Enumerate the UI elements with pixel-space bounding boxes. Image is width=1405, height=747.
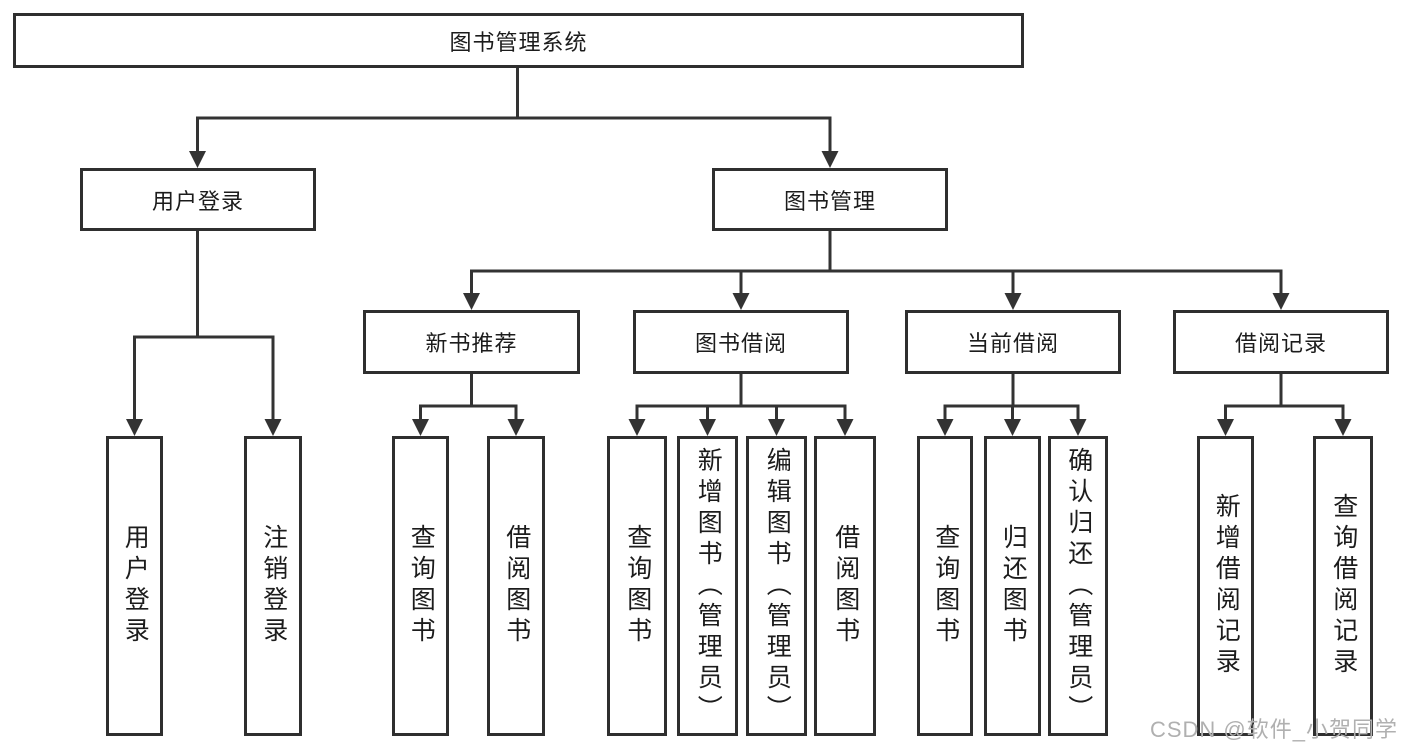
node-library-system: 图书管理系统	[13, 13, 1024, 68]
connector-user-login-branch	[126, 231, 282, 436]
connector-book-management-branch	[463, 231, 1290, 310]
watermark: CSDN @软件_小贺同学	[1149, 717, 1398, 742]
node-borrow-records: 借阅记录	[1173, 310, 1389, 374]
node-user-login: 用户登录	[80, 168, 316, 231]
leaf-confirm-return-admin: 确认归还（管理员）	[1048, 436, 1108, 736]
leaf-add-book-admin: 新增图书（管理员）	[677, 436, 738, 736]
leaf-add-borrow-record: 新增借阅记录	[1197, 436, 1254, 736]
leaf-user-login: 用户登录	[106, 436, 163, 736]
connector-book-borrow-branch	[628, 374, 854, 436]
leaf-query-books-borrow: 查询图书	[607, 436, 667, 736]
node-current-borrow: 当前借阅	[905, 310, 1121, 374]
leaf-borrow-books-recommend: 借阅图书	[487, 436, 545, 736]
leaf-logout: 注销登录	[244, 436, 302, 736]
node-new-book-recommend: 新书推荐	[363, 310, 580, 374]
leaf-borrow-books: 借阅图书	[814, 436, 876, 736]
connector-current-borrow-branch	[936, 374, 1087, 436]
node-book-management: 图书管理	[712, 168, 948, 231]
leaf-query-borrow-record: 查询借阅记录	[1313, 436, 1373, 736]
leaf-query-books-current: 查询图书	[917, 436, 973, 736]
connector-borrow-record-branch	[1217, 374, 1352, 436]
leaf-query-books-recommend: 查询图书	[392, 436, 449, 736]
connector-new-book-branch	[412, 374, 525, 436]
leaf-return-books: 归还图书	[984, 436, 1041, 736]
node-book-borrow: 图书借阅	[633, 310, 849, 374]
leaf-edit-book-admin: 编辑图书（管理员）	[746, 436, 807, 736]
connector-root-to-level1	[189, 68, 839, 168]
